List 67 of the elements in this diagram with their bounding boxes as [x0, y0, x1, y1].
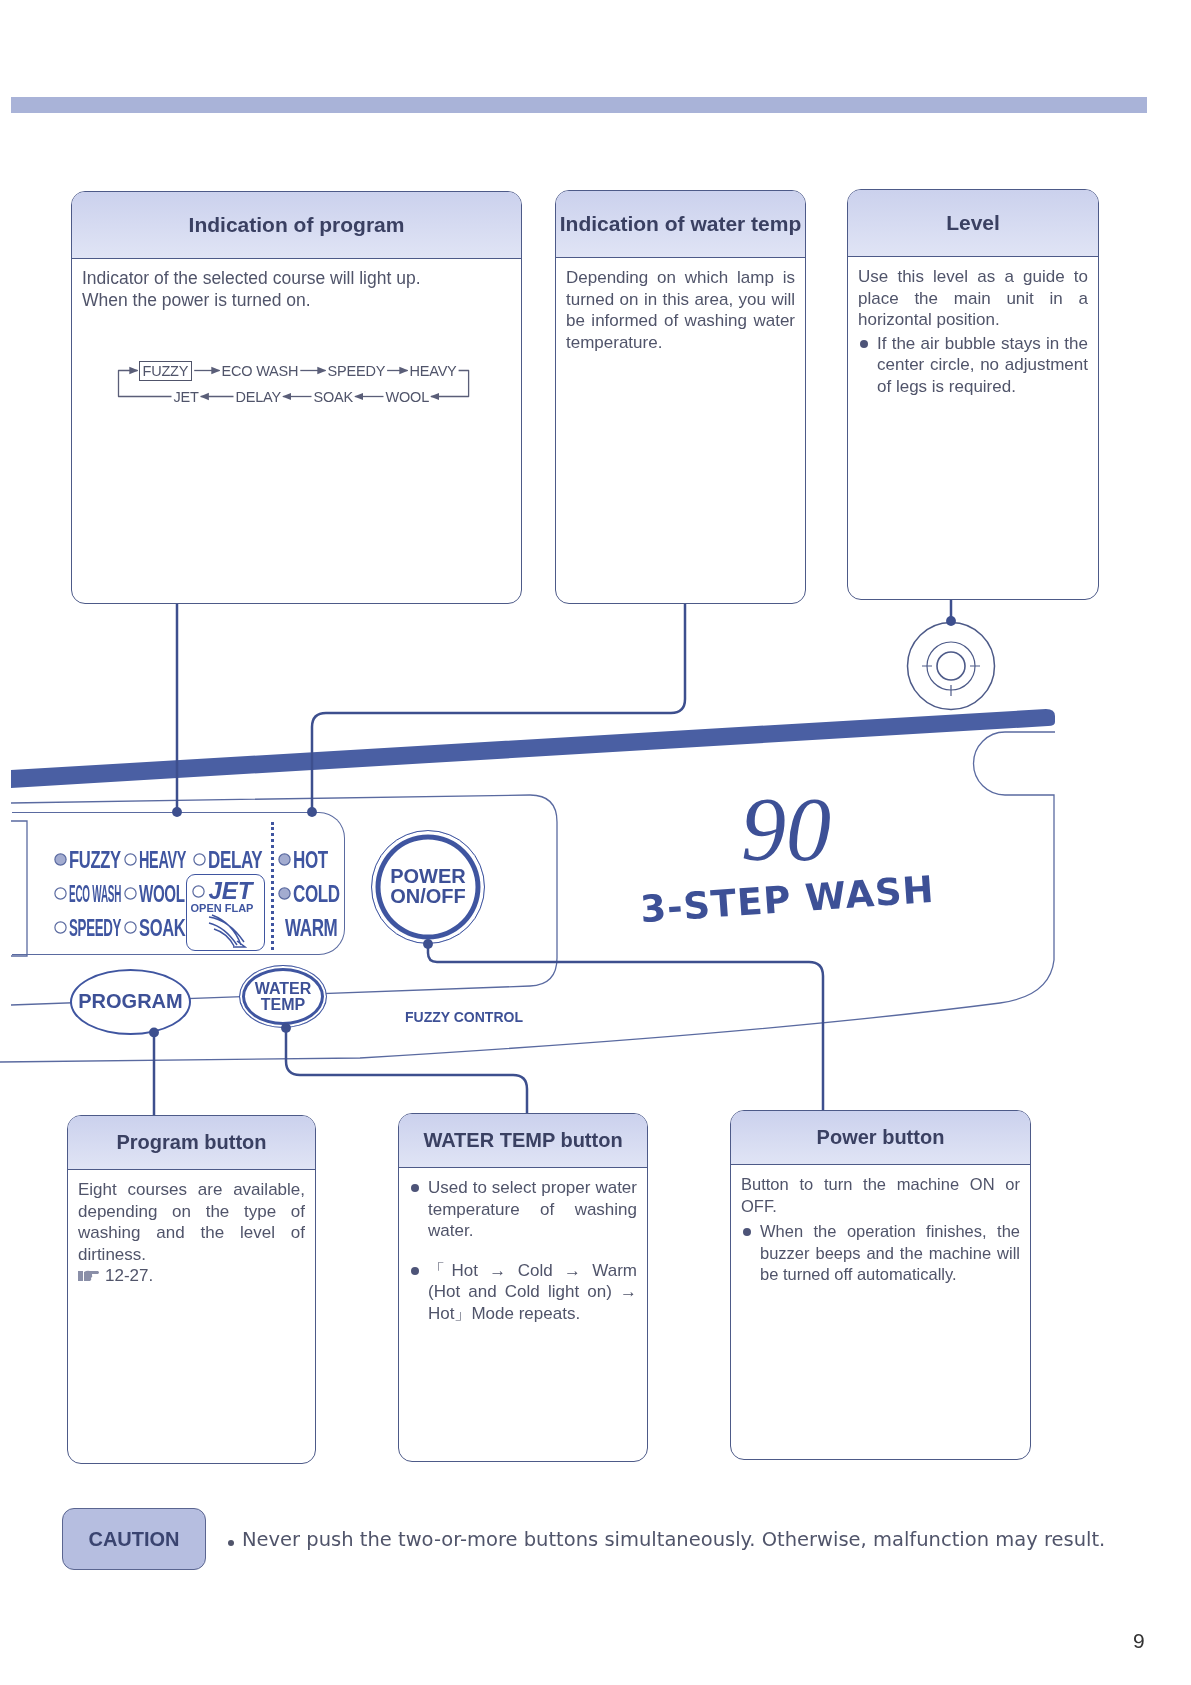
leader-line — [281, 1022, 529, 1113]
flap-label: OPEN FLAP — [190, 901, 254, 914]
course-label: SPEEDY — [327, 361, 386, 380]
callout-box — [71, 191, 522, 604]
course-label: FUZZY — [138, 360, 193, 381]
bullet-text: If the air bubble stays in the center circle, no adjustment of legs is required. — [858, 332, 1088, 397]
callout-text: When the power is turned on. — [82, 289, 312, 311]
callout-heading: Program button — [68, 1116, 315, 1170]
level-gauge — [906, 621, 996, 711]
course-label: ECO WASH — [221, 361, 299, 380]
indicator-label: FUZZY — [69, 849, 121, 871]
flap-label: JET — [208, 876, 253, 904]
course-label: SOAK — [313, 387, 353, 406]
arrow — [117, 366, 173, 398]
callout-box — [847, 189, 1099, 600]
callout-heading: Indication of program — [72, 192, 521, 259]
callout-text: Depending on which lamp is turned on in this area, you will be informed of washing water temperature. — [566, 267, 795, 353]
indicator-panel — [12, 812, 345, 955]
panel-lettering: FUZZY CONTROL — [405, 1010, 523, 1024]
bullet-text: When the operation finishes, the buzzer beeps and the machine will be turned off automatically. — [741, 1221, 1020, 1286]
indicator-label: WOOL — [139, 883, 185, 905]
callout-text: Eight courses are available, depending on the type of washing and the level of dirtiness. — [78, 1179, 305, 1265]
callout-text: Use this level as a guide to place the main unit in a horizontal position. — [858, 266, 1088, 331]
arrow — [386, 366, 409, 375]
power-button: POWER ON/OFF — [371, 830, 485, 944]
callout-box — [730, 1110, 1031, 1460]
indicator-label: HOT — [293, 849, 328, 871]
callout-text: Indicator of the selected course will light up. — [82, 268, 422, 290]
callout-text: Button to turn the machine ON or OFF. — [741, 1174, 1020, 1217]
indicator-label: HEAVY — [139, 849, 187, 871]
leader-line — [149, 1027, 159, 1115]
leader-line — [307, 604, 687, 817]
callout-heading: WATER TEMP button — [399, 1114, 647, 1168]
course-label: JET — [173, 387, 199, 406]
caution-badge: CAUTION — [62, 1508, 206, 1570]
indicator-label: SOAK — [139, 917, 186, 939]
arrow — [299, 366, 327, 375]
arrow — [354, 392, 385, 401]
callout-heading: Power button — [731, 1111, 1030, 1165]
indicator-label: WARM — [285, 917, 338, 939]
callout-box — [67, 1115, 316, 1464]
indicator-label: ECO WASH — [69, 883, 122, 905]
indicator-label: COLD — [293, 883, 340, 905]
leader-line — [423, 939, 825, 1110]
course-label: DELAY — [235, 387, 281, 406]
indicator-label: SPEEDY — [69, 917, 122, 939]
callout-box — [555, 190, 806, 604]
page-reference: 12-27. — [105, 1266, 154, 1285]
leader-line — [946, 600, 956, 626]
arrow — [430, 369, 470, 401]
jet-flap-panel — [185, 873, 265, 951]
course-label: WOOL — [385, 387, 429, 406]
arrow — [199, 392, 235, 401]
course-label: HEAVY — [409, 361, 457, 380]
leader-line — [172, 604, 182, 817]
program-button: PROGRAM — [70, 969, 191, 1035]
callout-box — [398, 1113, 648, 1462]
callout-heading: Indication of water temp — [556, 191, 805, 258]
bullet-text: Used to select proper water temperature of washing water. — [409, 1177, 637, 1242]
indicator-label: DELAY — [208, 849, 263, 871]
arrow — [282, 392, 313, 401]
bullet-text: 「Hot → Cold → Warm (Hot and Cold light on) → Hot」Mode repeats. — [409, 1259, 637, 1324]
water-temp-button: WATER TEMP — [239, 965, 327, 1028]
arrow — [193, 366, 221, 375]
caution-text: Never push the two-or-more buttons simultaneously. Otherwise, malfunction may result. — [226, 1528, 1106, 1551]
page-number: 9 — [1133, 1630, 1145, 1651]
callout-heading: Level — [848, 190, 1098, 257]
